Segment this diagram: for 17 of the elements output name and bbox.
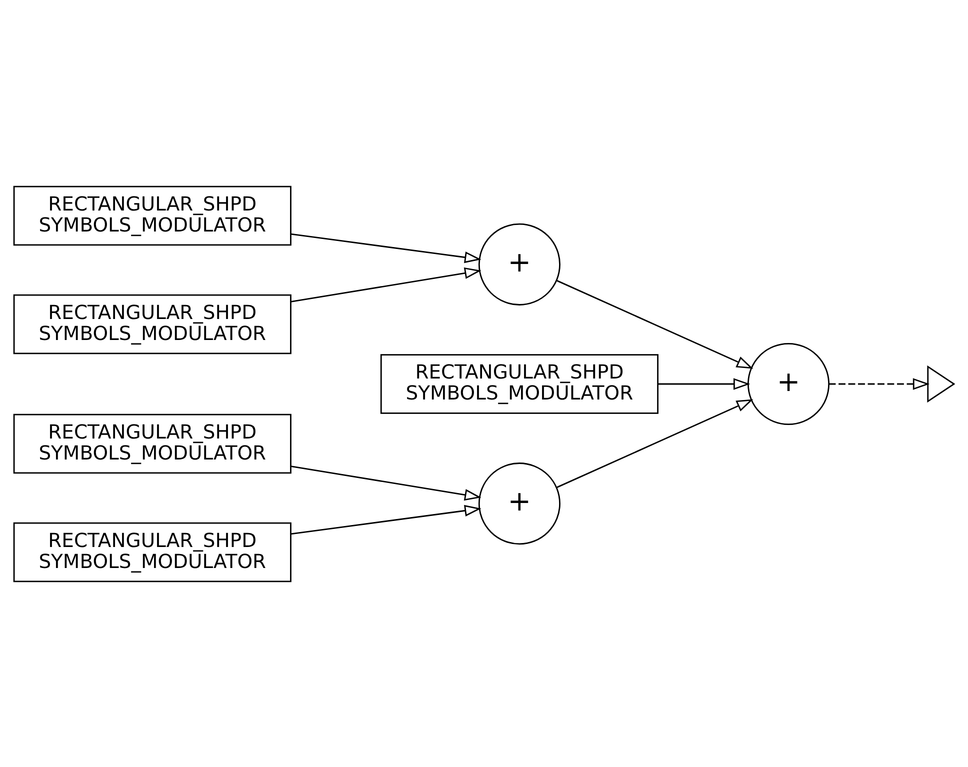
node-box: RECTANGULAR_SHPD SYMBOLS_MODULATOR	[380, 354, 658, 414]
arrow	[828, 378, 930, 390]
arrow	[290, 266, 482, 302]
node-box: RECTANGULAR_SHPD SYMBOLS_MODULATOR	[13, 413, 292, 474]
node-circle: +	[478, 222, 560, 305]
arrow	[658, 378, 750, 390]
arrow	[290, 232, 482, 263]
node-box: RECTANGULAR_SHPD SYMBOLS_MODULATOR	[13, 522, 292, 582]
arrow	[556, 398, 754, 488]
arrow	[290, 504, 482, 534]
arrow	[290, 465, 482, 500]
node-circle: +	[478, 462, 560, 544]
node-triangle	[927, 364, 956, 402]
node-circle: +	[747, 342, 830, 425]
node-box: RECTANGULAR_SHPD SYMBOLS_MODULATOR	[13, 294, 292, 354]
arrow	[556, 279, 754, 368]
node-box: RECTANGULAR_SHPD SYMBOLS_MODULATOR	[13, 185, 292, 246]
